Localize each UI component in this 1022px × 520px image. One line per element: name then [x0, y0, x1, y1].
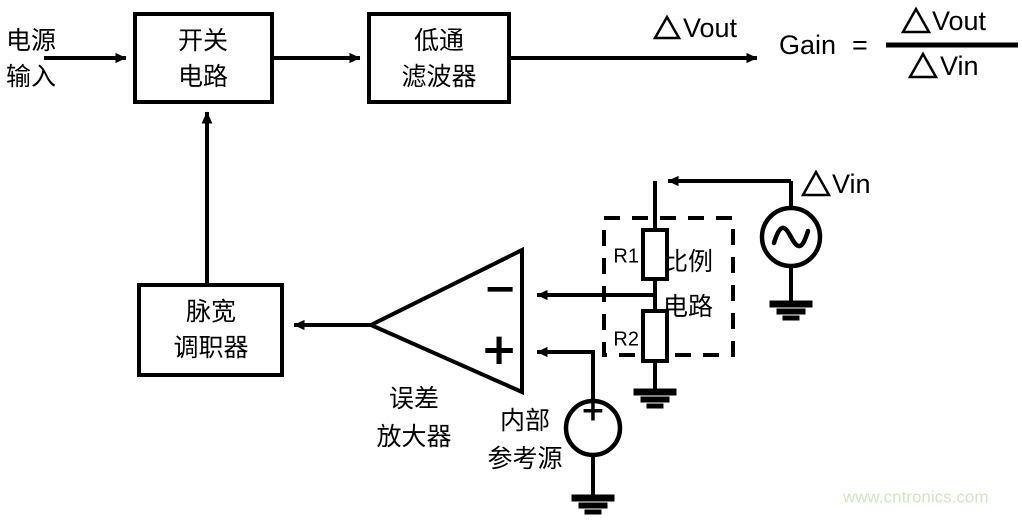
proportional-circuit-label-line1: 比例 — [663, 247, 713, 276]
error-amplifier-label-line2: 放大器 — [376, 422, 451, 451]
gain-equals: = — [852, 30, 868, 60]
switching-circuit-label-line1: 开关 — [178, 26, 228, 55]
internal-reference-label-line2: 参考源 — [487, 444, 562, 473]
delta-triangle-vin-icon — [800, 169, 832, 197]
ac-source[interactable] — [759, 205, 823, 321]
vin-label: Vin — [832, 169, 871, 199]
ground-icon-reference — [571, 494, 615, 515]
gain-formula: Gain = Vout Vin — [779, 6, 1018, 81]
delta-triangle-numerator-icon — [900, 6, 932, 34]
dc-reference-source[interactable]: + — [563, 394, 623, 515]
switching-circuit-label-line2: 电路 — [178, 62, 228, 91]
delta-triangle-icon — [652, 14, 682, 40]
delta-triangle-denominator-icon — [907, 51, 939, 79]
resistor-r2-label: R2 — [613, 328, 639, 350]
ground-icon-ac-source — [769, 300, 813, 321]
block-pwm[interactable]: 脉宽 调职器 — [137, 283, 284, 377]
gain-text: Gain — [779, 30, 836, 60]
proportional-circuit-label-line2: 电路 — [663, 292, 713, 321]
formula-numerator: Vout — [932, 6, 987, 36]
block-low-pass-filter[interactable]: 低通 滤波器 — [367, 12, 511, 104]
proportional-circuit-dashed-box — [602, 216, 735, 357]
error-amplifier-label-line1: 误差 — [389, 384, 439, 413]
pwm-label-line1: 脉宽 — [186, 297, 236, 326]
reference-source-plus-sign: + — [580, 394, 605, 429]
formula-denominator: Vin — [940, 51, 979, 81]
sine-wave-icon — [771, 225, 811, 249]
block-switching-circuit[interactable]: 开关 电路 — [133, 12, 274, 104]
internal-reference-label-line1: 内部 — [500, 406, 550, 435]
ground-icon-divider — [633, 388, 677, 409]
opamp-plus-sign: + — [481, 324, 518, 375]
resistor-r2[interactable]: R2 — [613, 309, 669, 363]
wire-reference-to-plus-input — [536, 346, 595, 403]
opamp-minus-sign: − — [483, 266, 517, 312]
error-amplifier-opamp[interactable]: − + — [366, 246, 524, 396]
low-pass-filter-label-line2: 滤波器 — [401, 62, 476, 91]
power-input-label-line2: 输入 — [6, 62, 56, 91]
wire-vin-to-divider — [653, 175, 793, 208]
vout-label: Vout — [683, 13, 738, 43]
low-pass-filter-label-line1: 低通 — [414, 26, 464, 55]
watermark-text: www.cntronics.com — [842, 487, 988, 506]
pwm-label-line2: 调职器 — [173, 333, 248, 362]
power-input-label-line1: 电源 — [6, 26, 56, 55]
resistor-r1[interactable]: R1 — [613, 228, 669, 281]
delta-vin-label: Vin — [800, 169, 871, 199]
delta-vout-label: Vout — [652, 13, 738, 43]
resistor-r1-label: R1 — [613, 245, 639, 267]
